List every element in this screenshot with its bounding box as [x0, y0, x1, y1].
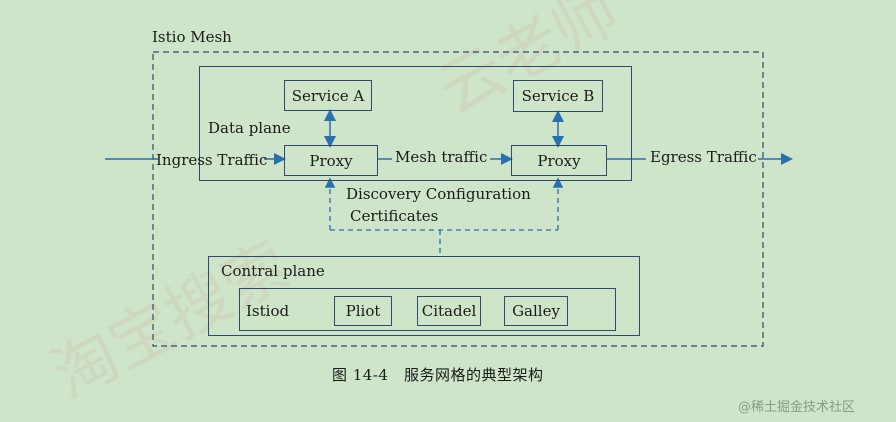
- proxy-b-box: Proxy: [511, 145, 607, 176]
- galley-box: Galley: [504, 296, 568, 326]
- proxy-a-box: Proxy: [284, 145, 378, 176]
- control-plane-label: Contral plane: [221, 262, 325, 280]
- istiod-label: Istiod: [246, 302, 290, 320]
- mesh-boundary: [152, 51, 764, 347]
- egress-label: Egress Traffic: [650, 148, 757, 166]
- control-plane-panel: [208, 256, 640, 336]
- source-watermark: @稀土掘金技术社区: [738, 400, 856, 415]
- citadel-box: Citadel: [417, 296, 481, 326]
- mesh-title: Istio Mesh: [152, 28, 232, 46]
- pilot-box: Pliot: [334, 296, 392, 326]
- service-b-box: Service B: [513, 80, 603, 112]
- data-plane-label: Data plane: [208, 119, 291, 137]
- istiod-panel: [239, 288, 616, 331]
- ingress-label: Ingress Traffic: [156, 151, 268, 169]
- discovery-label-2: Certificates: [350, 207, 439, 225]
- discovery-label-1: Discovery Configuration: [346, 185, 531, 203]
- figure-caption: 图 14-4 服务网格的典型架构: [332, 366, 544, 384]
- service-a-box: Service A: [284, 80, 372, 111]
- mesh-traffic-label: Mesh traffic: [395, 148, 488, 166]
- data-plane-panel: [199, 66, 632, 181]
